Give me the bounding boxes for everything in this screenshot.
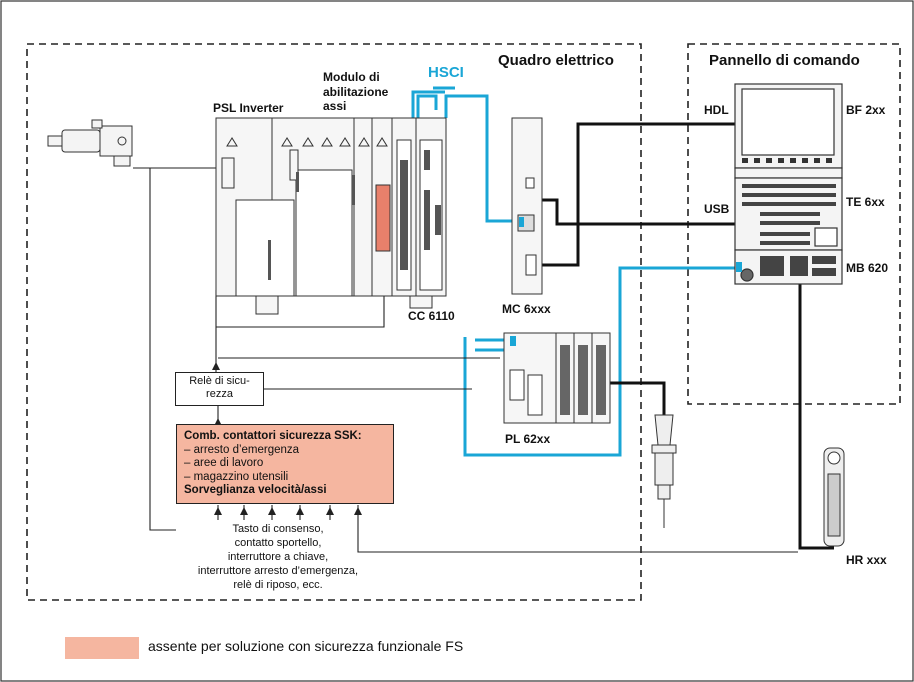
motor-icon [47, 119, 133, 167]
touch-probe-icon [651, 414, 677, 528]
axis-module-line-1: Modulo di [323, 70, 380, 84]
hsci-lines [411, 86, 735, 457]
ssk-title: Comb. contattori sicurezza SSK: [184, 430, 362, 442]
ssk-item: – aree di lavoro [184, 457, 264, 470]
bf-label: BF 2xx [846, 103, 886, 117]
mc-label: MC 6xxx [502, 302, 551, 316]
pl-label: PL 62xx [505, 432, 551, 446]
ssk-footer: Sorveglianza velocità/assi [184, 484, 327, 497]
cc-label: CC 6110 [408, 309, 455, 323]
mb-label: MB 620 [846, 261, 889, 275]
ssk-box: Comb. contattori sicurezza SSK: – arrest… [176, 424, 394, 504]
hdl-label: HDL [704, 103, 729, 117]
inputs-note: Tasto di consenso, contatto sportello, i… [178, 523, 378, 593]
inverter-rack [215, 117, 447, 315]
pl-unit-shape [503, 332, 611, 424]
mb-hsci-port [736, 262, 742, 272]
monitor-softkeys [742, 158, 832, 163]
cables [525, 122, 834, 550]
legend-swatch [65, 637, 139, 659]
te-label: TE 6xx [846, 195, 885, 209]
hr-label: HR xxx [846, 553, 887, 567]
monitor-shape [734, 83, 843, 179]
usb-label: USB [704, 202, 730, 216]
pl-io-slots [560, 345, 606, 415]
mc-unit-shape [511, 117, 543, 295]
inputs-note-line: interruttore arresto d’emergenza, [197, 564, 359, 577]
cabinet-region [26, 43, 642, 601]
ssk-item: – magazzino utensili [184, 470, 289, 483]
pl-hsci-port [510, 336, 516, 346]
axis-module-line-2: abilitazione [323, 84, 389, 99]
mc-hsci-port [519, 217, 524, 227]
axis-module-line-3: assi [323, 99, 347, 114]
panel-title: Pannello di comando [709, 52, 860, 69]
inputs-note-line: contatto sportello, [234, 536, 322, 549]
cabinet-title: Quadro elettrico [498, 52, 614, 69]
keyboard-keys [742, 184, 836, 245]
mb-keys [760, 256, 836, 276]
safety-relay-line-2: rezza [206, 388, 233, 401]
safety-relay-box: Relè di sicu- rezza [175, 372, 264, 406]
inverter-warning-icons [226, 137, 388, 147]
inputs-note-line: Tasto di consenso, [232, 523, 324, 535]
psl-inverter-label: PSL Inverter [213, 101, 284, 115]
hsci-label: HSCI [428, 64, 464, 81]
inputs-note-line: interruttore a chiave, [227, 550, 329, 563]
ssk-item: – arresto d’emergenza [184, 443, 300, 456]
inputs-note-line: relè di riposo, ecc. [233, 578, 323, 591]
handwheel-shape [823, 447, 845, 547]
module-connectors [268, 150, 441, 280]
axis-module-label: Modulo di abilitazione assi [323, 70, 388, 114]
safety-relay-line-1: Relè di sicu- [189, 375, 250, 387]
legend-text: assente per soluzione con sicurezza funz… [148, 638, 464, 654]
mb-shape [734, 249, 843, 285]
